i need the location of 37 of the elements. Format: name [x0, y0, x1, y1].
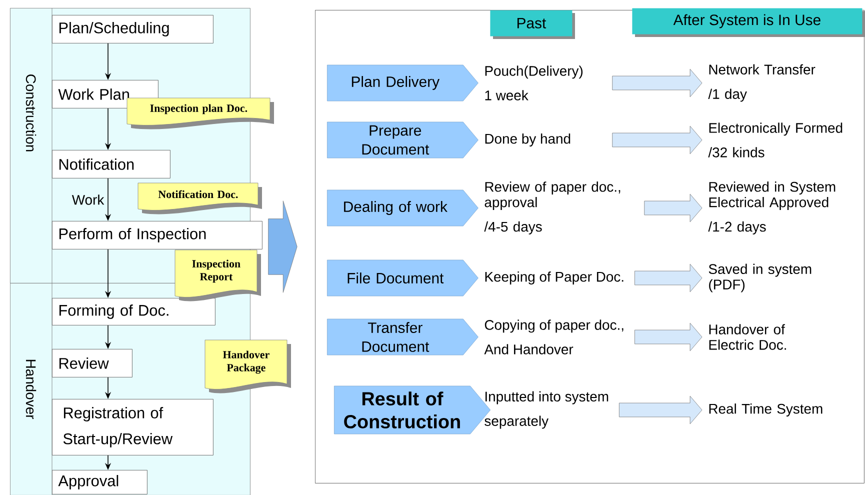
process-box: Forming of Doc.: [52, 298, 216, 326]
description-text: Network Transfer /1 day: [708, 64, 816, 102]
process-box: Notification: [52, 150, 170, 178]
category-label-box: Dealing of work: [327, 190, 478, 226]
description-text: Real Time System: [709, 404, 822, 416]
block-arrow: [619, 396, 702, 424]
block-arrow: [644, 194, 702, 222]
header-tab: After System is In Use: [632, 8, 865, 37]
block-arrow: [634, 264, 702, 292]
process-box: Registration of Start-up/Review: [52, 399, 214, 456]
process-box: Review: [52, 349, 132, 378]
document-note: Handover Package: [204, 340, 291, 394]
description-text: Keeping of Paper Doc.: [485, 272, 624, 284]
description-text: Review of paper doc., approval /4-5 days: [484, 182, 620, 234]
description-text: Handover of Electric Doc.: [709, 324, 786, 350]
edge-label: Work: [72, 194, 104, 205]
category-label-box: Transfer Document: [327, 318, 478, 356]
block-arrow: [612, 126, 702, 154]
description-text: Done by hand: [485, 134, 570, 146]
description-text: Copying of paper doc., And Handover: [484, 320, 624, 354]
block-arrow: [268, 200, 298, 293]
description-text: Pouch(Delivery) 1 week: [485, 66, 583, 100]
description-text: Reviewed in System Electrical Approved /1-2 days: [708, 182, 836, 234]
category-label-box: File Document: [327, 260, 478, 296]
block-arrow: [612, 68, 702, 98]
process-box: Plan/Scheduling: [52, 15, 214, 44]
header-tab: Past: [490, 10, 575, 39]
document-note: Inspection plan Doc.: [126, 98, 274, 130]
block-arrow: [634, 322, 702, 352]
category-label-box: Prepare Document: [327, 122, 478, 158]
document-note: Notification Doc.: [138, 182, 262, 214]
process-box: Approval: [52, 470, 148, 494]
description-text: Saved in system (PDF): [708, 264, 812, 292]
category-label-box: Plan Delivery: [327, 64, 478, 102]
description-text: Electronically Formed /32 kinds: [708, 122, 842, 158]
process-box: Perform of Inspection: [52, 221, 262, 250]
document-note: Inspection Report: [174, 250, 261, 302]
